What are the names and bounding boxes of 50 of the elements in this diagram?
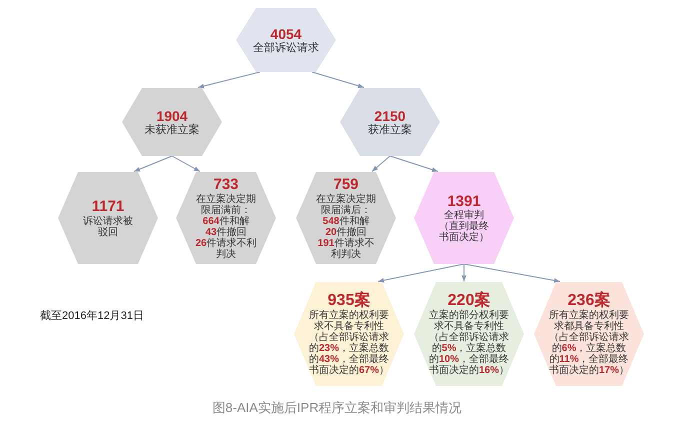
count-heading: 220案: [448, 292, 490, 310]
count-heading: 1391: [447, 192, 481, 210]
description-text: 26件请求不利判决: [195, 238, 257, 260]
description-text: 全程审判（直到最终书面决定）: [438, 210, 490, 244]
arrow: [464, 264, 560, 283]
hexagon-node: [340, 88, 440, 156]
count-heading: 1171: [92, 198, 124, 216]
description-text: 20件撤回: [324, 226, 367, 238]
description-text: （占全部诉讼请求的5%，立案总数的10%，全部最终书面决定的16%）: [428, 332, 510, 376]
count-heading: 759: [333, 176, 359, 194]
hexagon-node: [122, 88, 222, 156]
hexagon-node: [534, 282, 644, 386]
description-text: 191件请求不利判决: [316, 238, 376, 260]
description-text: 所有立案的权利要求都具备专利性: [548, 310, 630, 332]
hexagon-node: [176, 172, 276, 264]
date-note: 截至2016年12月31日: [40, 309, 144, 324]
description-text: 在立案决定期限届满前：: [195, 194, 257, 216]
arrow: [134, 156, 172, 172]
count-heading: 1904: [156, 108, 188, 124]
description-text: （占全部诉讼请求的23%，立案总数的43%，全部最终书面决定的67%）: [308, 332, 390, 376]
arrow: [462, 264, 466, 282]
description-text: 664件和解: [202, 216, 250, 227]
hexagon-node: [414, 172, 514, 264]
arrow: [390, 156, 438, 172]
description-text: 43件撤回: [204, 226, 247, 238]
count-heading: 2150: [374, 108, 406, 124]
description-text: 立案的部分权利要求不具备专利性: [428, 310, 510, 332]
arrow: [372, 156, 390, 172]
hexagon-node: [236, 8, 336, 72]
hexagon-node: [294, 282, 404, 386]
hexagon-node: [296, 172, 396, 264]
description-text: 548件和解: [322, 216, 370, 227]
description-text: 获准立案: [368, 124, 412, 136]
description-text: 诉讼请求被驳回: [82, 216, 134, 238]
count-heading: 4054: [270, 26, 302, 42]
arrow: [172, 156, 200, 172]
description-text: 在立案决定期限届满后：: [315, 194, 377, 216]
description-text: 所有立案的权利要求不具备专利性: [308, 310, 390, 332]
hexagon-node: [414, 282, 524, 386]
description-text: 未获准立案: [144, 124, 200, 136]
arrow: [378, 264, 464, 283]
figure-caption: 图8-AIA实施后IPR程序立案和审判结果情况: [212, 399, 462, 417]
count-heading: 236案: [568, 292, 610, 310]
description-text: 全部诉讼请求: [253, 42, 319, 54]
arrow: [198, 72, 260, 88]
description-text: （占全部诉讼请求的6%，立案总数的11%，全部最终书面决定的17%）: [548, 332, 630, 376]
count-heading: 935案: [328, 292, 370, 310]
count-heading: 733: [213, 176, 239, 194]
hexagon-node: [58, 172, 158, 264]
arrow: [312, 72, 364, 88]
